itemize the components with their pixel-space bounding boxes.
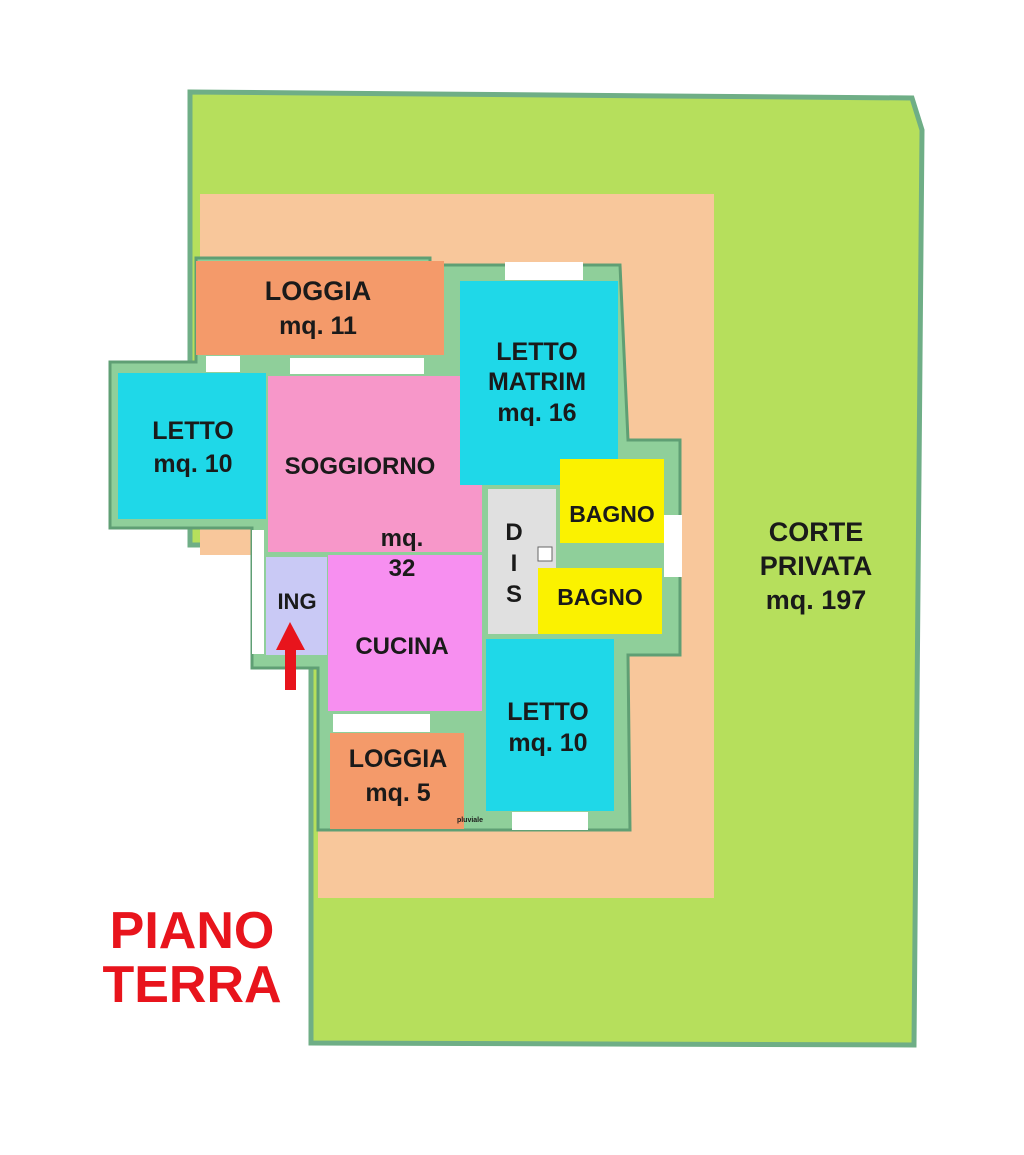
bagno-1-name: BAGNO xyxy=(569,501,655,527)
bagno-1 xyxy=(560,459,664,543)
letto-east xyxy=(486,639,614,811)
letto-east-area: mq. 10 xyxy=(508,729,587,757)
cucina xyxy=(328,555,482,711)
window xyxy=(252,530,264,654)
letto-west xyxy=(118,373,266,519)
letto-east-name: LETTO xyxy=(507,698,588,726)
loggia-south-name: LOGGIA xyxy=(349,745,448,773)
window xyxy=(206,356,240,372)
loggia-south-area: mq. 5 xyxy=(365,779,430,807)
corte-name-2: PRIVATA xyxy=(760,551,873,581)
floor-title-line-1: PIANO xyxy=(110,902,275,960)
soggiorno xyxy=(268,376,482,552)
window xyxy=(505,262,583,280)
bagno-2-name: BAGNO xyxy=(557,584,643,610)
loggia-south xyxy=(330,733,464,829)
bagno-2 xyxy=(538,568,662,634)
cucina-name: CUCINA xyxy=(355,633,448,660)
letto-west-name: LETTO xyxy=(152,417,233,445)
dis-letter-d: D xyxy=(505,519,522,546)
letto-matrim-name-2: MATRIM xyxy=(488,368,586,396)
pluviale-note: pluviale xyxy=(457,817,483,824)
loggia-north xyxy=(196,261,444,355)
dis-square xyxy=(537,546,553,562)
letto-matrim-name-1: LETTO xyxy=(496,338,577,366)
window xyxy=(290,358,424,374)
corte-area: mq. 197 xyxy=(766,585,867,615)
entrance-arrow-icon xyxy=(276,622,305,690)
corte-name-1: CORTE xyxy=(769,517,864,547)
soggiorno-area-value: 32 xyxy=(389,555,416,582)
letto-west-area: mq. 10 xyxy=(153,450,232,478)
dis-letter-i: I xyxy=(511,550,518,577)
floor-title-line-2: TERRA xyxy=(102,956,281,1014)
soggiorno-area-label: mq. xyxy=(381,525,424,552)
letto-matrim-area: mq. 16 xyxy=(497,399,576,427)
dis-letter-s: S xyxy=(506,581,522,608)
letto-matrim xyxy=(460,281,618,485)
window xyxy=(333,714,430,732)
soggiorno-extension xyxy=(450,488,482,552)
window xyxy=(664,515,682,577)
loggia-north-area: mq. 11 xyxy=(279,312,357,340)
soggiorno-name: SOGGIORNO xyxy=(285,453,436,480)
window xyxy=(512,812,588,830)
loggia-north-name: LOGGIA xyxy=(265,276,372,306)
ing-name: ING xyxy=(277,589,316,614)
